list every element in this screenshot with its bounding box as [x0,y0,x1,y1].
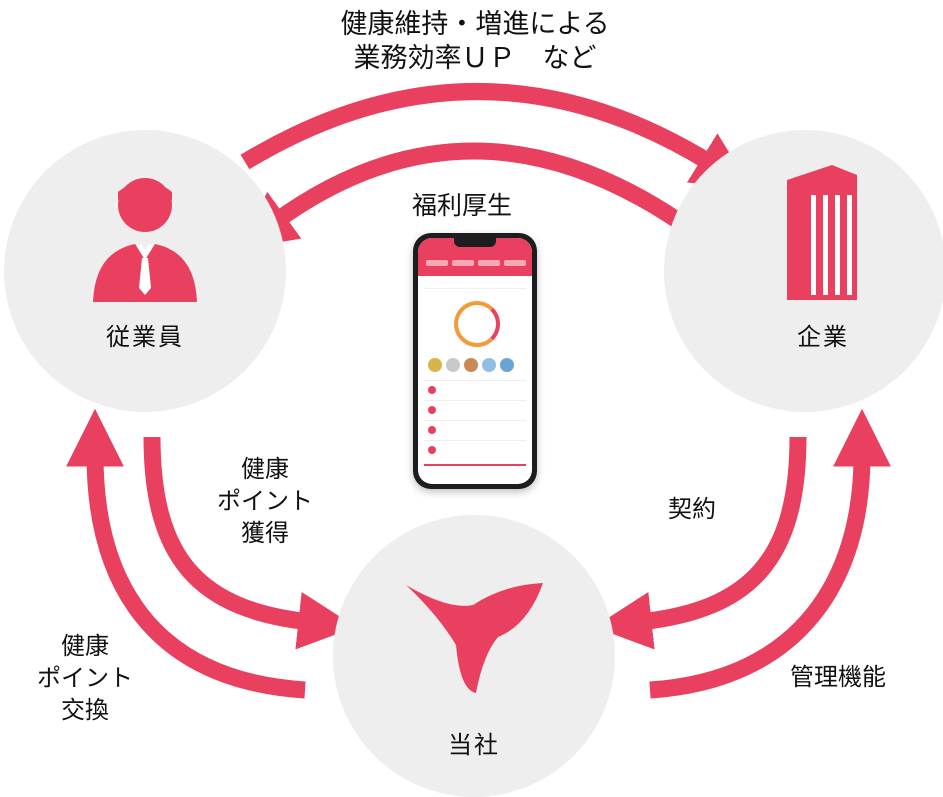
exchange-points-label: 健康 ポイント 交換 [15,630,155,726]
employee-label: 従業員 [106,323,184,351]
list-icon [428,386,436,394]
exchange-points-line-2: ポイント [37,664,133,692]
medal-badge [482,358,496,372]
arrow-company-to-our-company [594,436,807,650]
earn-points-line-2: ポイント [217,487,313,515]
exchange-points-line-1: 健康 [61,632,109,660]
app-divider [424,400,526,401]
earn-points-label: 健康 ポイント 獲得 [195,453,335,549]
employee-node: 従業員 [4,130,286,412]
title-line-1: 健康維持・増進による [340,9,610,40]
diagram-title: 健康維持・増進による 業務効率ＵＰ など [250,8,700,76]
exchange-points-line-3: 交換 [61,696,109,724]
phone-screen [418,238,532,484]
list-icon [428,446,436,454]
app-divider [424,380,526,381]
our-company-node: 当社 [333,515,615,797]
app-bottom-bar [424,464,526,466]
step-ring [454,301,500,347]
building-icon [787,165,857,300]
list-icon [428,406,436,414]
medal-badge [428,358,442,372]
brand-logo-icon [406,583,543,693]
contract-label: 契約 [668,495,716,523]
earn-points-line-3: 獲得 [241,519,289,547]
company-node: 企業 [664,130,943,412]
medal-badge [446,358,460,372]
our-company-label: 当社 [448,731,500,759]
company-label: 企業 [797,323,849,351]
welfare-label: 福利厚生 [412,191,513,220]
arrow-our-company-to-employee [66,408,306,699]
person-icon [93,178,197,302]
arrow-company-to-employee [237,142,685,250]
app-header [418,238,532,276]
arrow-our-company-to-company [649,408,891,699]
app-tab [452,260,474,266]
title-line-2: 業務効率ＵＰ など [353,43,597,74]
management-label: 管理機能 [790,663,886,691]
earn-points-line-1: 健康 [241,455,289,483]
medal-badge [464,358,478,372]
smartphone-app-image [413,233,537,489]
app-tab [478,260,500,266]
app-divider [424,420,526,421]
app-tab [504,260,526,266]
arrow-employee-to-company [240,83,752,189]
app-divider [424,440,526,441]
app-tab [426,260,448,266]
app-divider [424,288,526,289]
medal-badge [500,358,514,372]
list-icon [428,426,436,434]
arrow-employee-to-our-company [143,436,356,650]
phone-notch [454,238,496,247]
